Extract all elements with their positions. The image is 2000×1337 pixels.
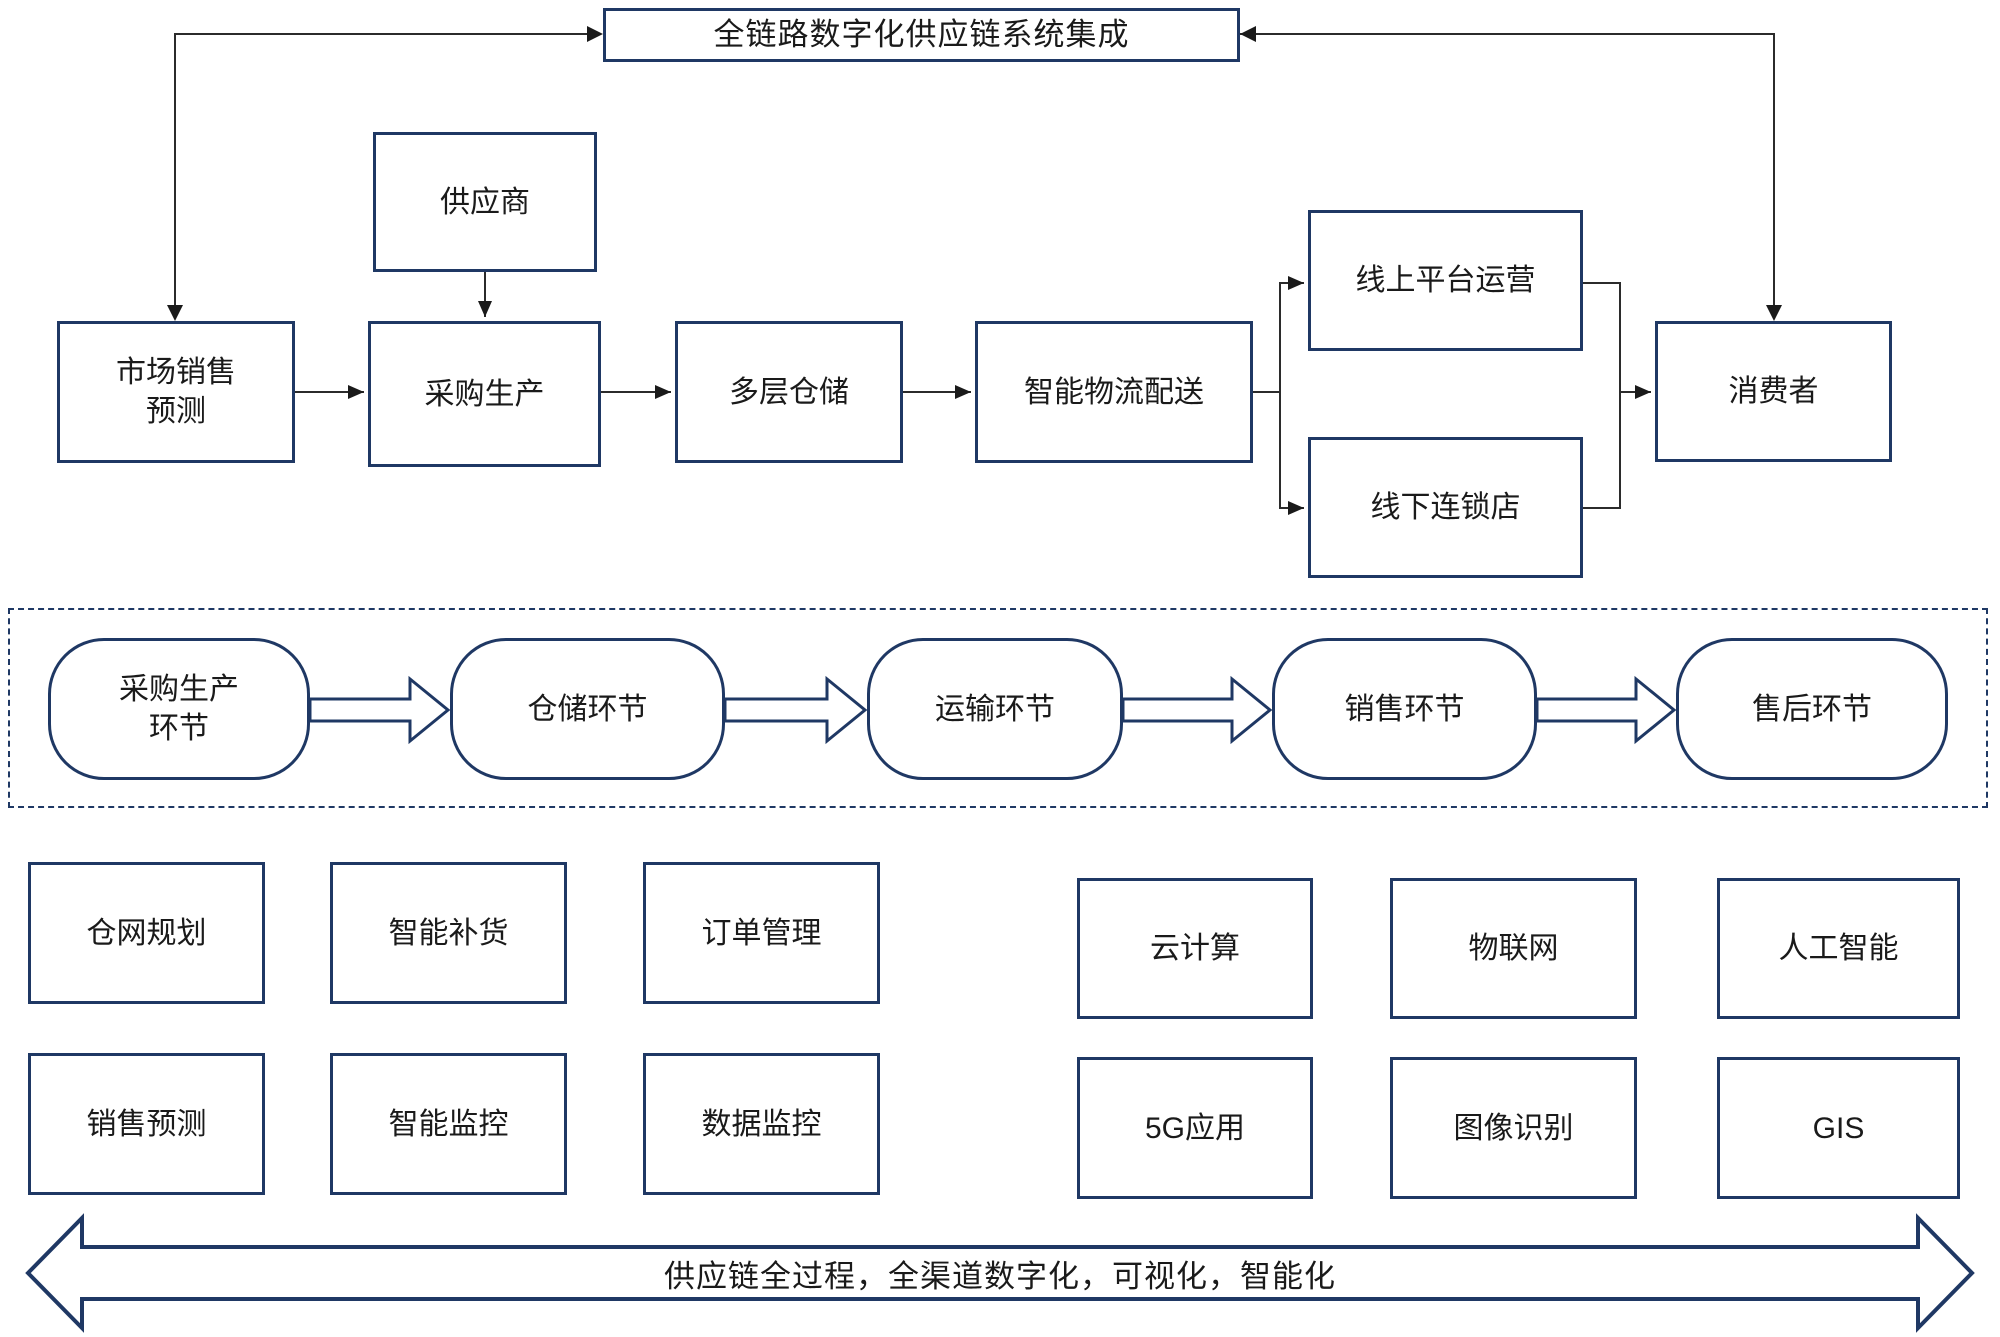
block-arrow-stage1-stage2 [308,675,451,745]
node-online-platform: 线上平台运营 [1308,210,1583,351]
cap-sales-forecast: 销售预测 [28,1053,265,1195]
cap-label: 智能监控 [388,1107,509,1141]
tech-label: 物联网 [1468,932,1559,965]
cap-label: 智能补货 [388,916,509,950]
tech-cloud-computing: 云计算 [1077,878,1313,1019]
tech-5g: 5G应用 [1077,1057,1313,1199]
tech-image-recognition: 图像识别 [1390,1057,1637,1199]
node-warehouse-label: 多层仓储 [729,375,849,409]
stage-aftersales: 售后环节 [1676,638,1948,780]
stage-warehousing: 仓储环节 [450,638,725,780]
node-consumer-label: 消费者 [1728,375,1819,408]
node-logistics-label: 智能物流配送 [1024,375,1204,409]
node-supplier-label: 供应商 [440,185,530,219]
cap-data-monitoring: 数据监控 [643,1053,880,1195]
tech-label: GIS [1812,1111,1865,1145]
block-arrow-stage4-stage5 [1535,675,1677,745]
node-system-integration: 全链路数字化供应链系统集成 [603,8,1240,62]
stage-dashed-frame [8,608,1988,808]
elbow-right-connector [1240,33,1775,318]
node-online-platform-label: 线上平台运营 [1355,264,1536,297]
node-market-forecast-line2: 预测 [146,395,206,428]
node-smart-logistics: 智能物流配送 [975,321,1253,463]
merge-channels-consumer [1583,282,1651,509]
node-market-forecast: 市场销售 预测 [57,321,295,463]
stage-warehousing-label: 仓储环节 [527,692,648,726]
cap-smart-monitoring: 智能监控 [330,1053,567,1195]
cap-warehouse-network-planning: 仓网规划 [28,862,265,1004]
block-arrow-stage2-stage3 [723,675,868,745]
cap-smart-replenishment: 智能补货 [330,862,567,1004]
cap-label: 销售预测 [86,1107,207,1141]
cap-label: 数据监控 [701,1107,822,1141]
stage-aftersales-label: 售后环节 [1752,692,1872,726]
branch-logistics-channels [1253,276,1304,515]
node-offline-stores-label: 线下连锁店 [1370,491,1521,524]
stage-procurement-line2: 环节 [149,712,209,745]
stage-sales-label: 销售环节 [1344,692,1465,726]
cap-label: 仓网规划 [86,916,207,950]
stage-transport: 运输环节 [867,638,1123,780]
tech-iot: 物联网 [1390,878,1637,1019]
node-offline-stores: 线下连锁店 [1308,437,1583,578]
tech-label: 云计算 [1150,932,1240,965]
stage-block-arrows [308,675,1677,745]
stage-procurement-line1: 采购生产 [119,673,239,706]
banner-double-arrow [25,1213,1975,1333]
stage-transport-label: 运输环节 [935,692,1055,726]
arrowhead-into-title-left [587,26,603,42]
banner-text: 供应链全过程，全渠道数字化，可视化，智能化 [82,1247,1918,1299]
tech-gis: GIS [1717,1057,1960,1199]
arrowhead-into-consumer-top [1766,305,1782,321]
arrowhead-into-market-forecast [167,305,183,321]
tech-label: 人工智能 [1778,932,1899,965]
tech-label: 图像识别 [1453,1111,1574,1145]
node-multi-tier-warehouse: 多层仓储 [675,321,903,463]
cap-label: 订单管理 [701,916,822,950]
node-market-forecast-line1: 市场销售 [116,356,236,389]
node-system-integration-label: 全链路数字化供应链系统集成 [713,16,1130,52]
arrowhead-into-title-right [1240,26,1256,42]
node-consumer: 消费者 [1655,321,1892,462]
node-procurement-label: 采购生产 [424,377,545,411]
stage-procurement: 采购生产 环节 [48,638,310,780]
tech-ai: 人工智能 [1717,878,1960,1019]
stage-sales: 销售环节 [1272,638,1537,780]
elbow-left-connector [174,33,600,318]
block-arrow-stage3-stage4 [1121,675,1273,745]
node-procurement-production: 采购生产 [368,321,601,467]
node-supplier: 供应商 [373,132,597,272]
cap-order-management: 订单管理 [643,862,880,1004]
tech-label: 5G应用 [1144,1111,1246,1145]
banner-text-label: 供应链全过程，全渠道数字化，可视化，智能化 [664,1258,1336,1294]
